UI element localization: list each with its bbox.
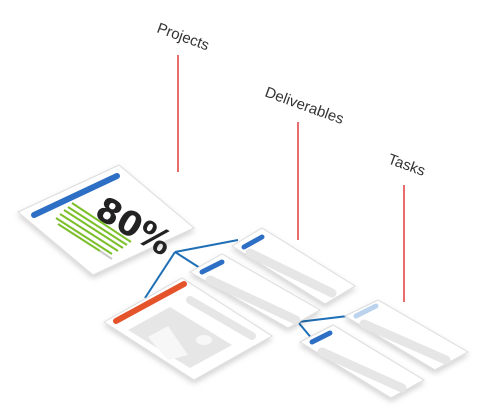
deliverable-card-3-accent-bar — [113, 281, 187, 324]
project-card-accent-bar — [31, 173, 120, 218]
task-card-2-placeholder — [317, 347, 407, 393]
label-deliverables: Deliverables — [263, 84, 346, 128]
project-progress-bars — [55, 202, 132, 260]
task-card-1-accent-bar — [353, 303, 379, 319]
label-projects: Projects — [155, 20, 212, 55]
image-placeholder-icon — [128, 307, 232, 368]
deliverable-card-2-accent-bar — [199, 259, 225, 275]
connector-lines — [144, 239, 357, 341]
task-card-1-placeholder — [359, 319, 451, 365]
deliverable-card-3-placeholder — [186, 296, 256, 340]
label-tasks: Tasks — [386, 151, 428, 180]
task-card-2-accent-bar — [309, 330, 333, 345]
deliverable-card-2-placeholder — [205, 275, 301, 325]
deliverable-card-1-placeholder — [245, 248, 337, 298]
project-card — [17, 164, 195, 276]
deliverable-card-1-accent-bar — [241, 234, 265, 250]
deliverable-card-2 — [188, 253, 322, 329]
